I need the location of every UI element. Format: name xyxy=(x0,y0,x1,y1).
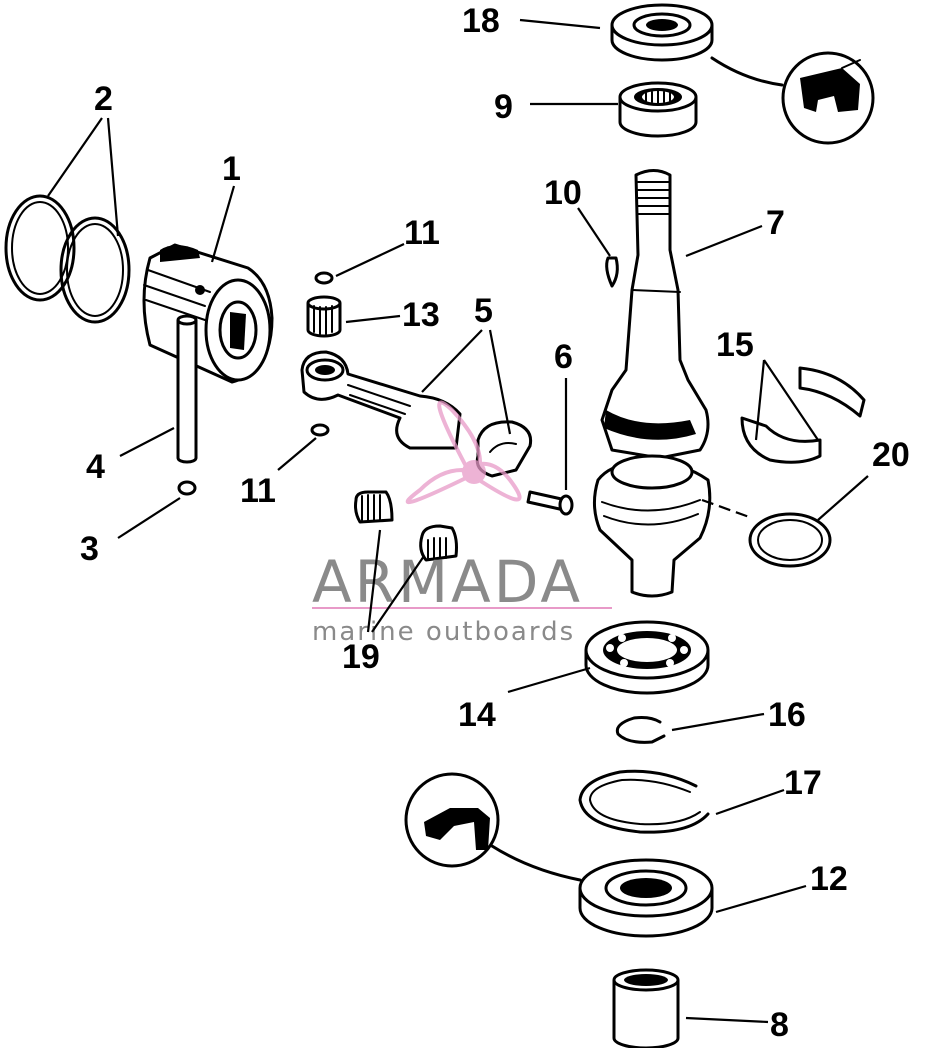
part-14-ball-bearing xyxy=(584,620,710,695)
callout-labels: 18 9 2 1 10 7 11 13 5 6 15 20 4 11 3 19 … xyxy=(80,2,910,1044)
callout-16: 16 xyxy=(768,696,806,734)
callout-7: 7 xyxy=(766,204,785,242)
callout-11-top: 11 xyxy=(404,214,440,252)
sealant-callout-top xyxy=(710,51,875,145)
part-11-washer-top xyxy=(314,271,334,285)
callout-17: 17 xyxy=(784,764,822,802)
part-5-connecting-rod xyxy=(300,350,533,478)
callout-18: 18 xyxy=(462,2,500,40)
part-11-washer-bottom xyxy=(310,423,330,437)
callout-10: 10 xyxy=(544,174,582,212)
part-8-sleeve xyxy=(612,968,680,1048)
watermark-propeller-logo xyxy=(405,400,522,505)
part-18-seal xyxy=(610,3,714,62)
callout-20: 20 xyxy=(872,436,910,474)
callout-1: 1 xyxy=(222,150,241,188)
callout-4: 4 xyxy=(86,448,105,486)
part-4-wrist-pin xyxy=(176,314,198,464)
callout-12: 12 xyxy=(810,860,848,898)
callout-5: 5 xyxy=(474,292,493,330)
callout-2: 2 xyxy=(94,80,113,118)
part-10-key xyxy=(605,256,619,288)
part-12-seal xyxy=(578,858,714,938)
watermark-tagline: marine outboards xyxy=(312,617,575,647)
part-9-bearing xyxy=(618,81,698,138)
callout-11-bottom: 11 xyxy=(240,472,276,510)
part-6-screw xyxy=(526,490,574,516)
part-13-needle-bearing xyxy=(306,295,342,338)
callout-9: 9 xyxy=(494,88,513,126)
callout-6: 6 xyxy=(554,338,573,376)
watermark-text: ARMADA marine outboards xyxy=(312,548,612,647)
dashed-guide xyxy=(701,498,753,520)
sealant-callout-bottom xyxy=(404,772,582,882)
part-2-piston-rings xyxy=(4,194,131,324)
callout-14: 14 xyxy=(458,696,496,734)
part-15-bearing-halves xyxy=(740,366,866,464)
watermark-brand: ARMADA xyxy=(312,548,583,616)
part-17-large-ring xyxy=(578,769,710,834)
part-3-retainer xyxy=(177,480,197,496)
part-16-retaining-ring xyxy=(615,716,666,744)
callout-19: 19 xyxy=(342,638,380,676)
part-1-piston xyxy=(142,243,274,384)
callout-8: 8 xyxy=(770,1006,789,1044)
leader-lines xyxy=(47,18,869,1024)
part-19-needle-bearings xyxy=(354,490,458,562)
callout-15: 15 xyxy=(716,326,754,364)
part-20-ring xyxy=(748,512,832,568)
callout-3: 3 xyxy=(80,530,99,568)
callout-13: 13 xyxy=(402,296,440,334)
part-7-crankshaft xyxy=(593,169,712,598)
